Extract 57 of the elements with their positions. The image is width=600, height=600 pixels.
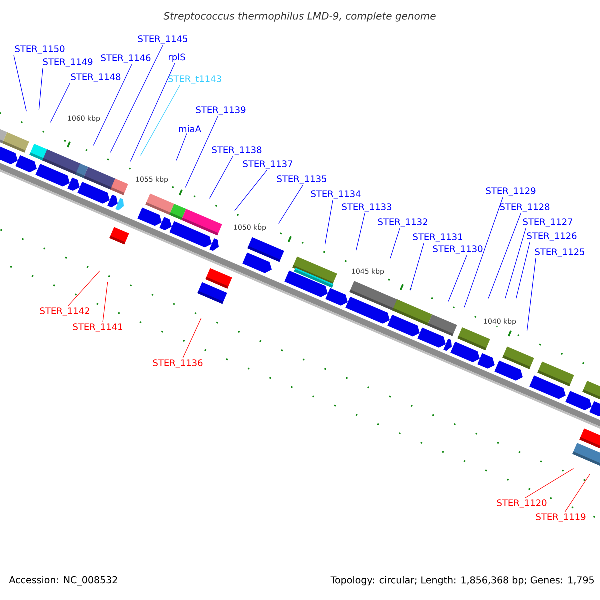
gene-label: STER_1135 bbox=[277, 176, 326, 184]
gene-label: miaA bbox=[179, 126, 202, 132]
gene-label: STER_1141 bbox=[73, 324, 122, 332]
gene-label: STER_1126 bbox=[527, 232, 577, 242]
gene-label: STER_1125 bbox=[535, 248, 584, 258]
leader-line bbox=[324, 200, 334, 245]
leader-line bbox=[182, 318, 202, 359]
leader-line bbox=[102, 282, 108, 323]
leader-line bbox=[209, 156, 234, 199]
leader-line bbox=[526, 258, 536, 332]
leader-line bbox=[110, 45, 164, 153]
gene-label: STER_1132 bbox=[378, 218, 428, 228]
leader-line bbox=[234, 170, 268, 212]
gene-label: STER_1139 bbox=[196, 106, 246, 116]
gene-label: STER_1150 bbox=[15, 46, 65, 54]
leader-line bbox=[448, 255, 468, 302]
gene-label: STER_1129 bbox=[486, 188, 536, 196]
gene-label: STER_1136 bbox=[153, 360, 203, 368]
leader-line bbox=[176, 133, 188, 161]
footer-text: Topology: circular; Length: 1,856,368 bp; Genes: 1,795 bbox=[330, 576, 594, 586]
leader-line bbox=[140, 85, 180, 156]
leader-line bbox=[93, 64, 132, 146]
gene-label: STER_1133 bbox=[342, 204, 392, 212]
leader-line bbox=[410, 243, 424, 291]
leader-line bbox=[50, 83, 70, 123]
leader-line bbox=[488, 213, 522, 299]
leader-line bbox=[464, 197, 504, 308]
title: Streptococcus thermophilus LMD-9, complete genome bbox=[164, 12, 436, 22]
leader-line bbox=[185, 116, 218, 188]
leader-line bbox=[505, 228, 526, 299]
leader-line bbox=[516, 242, 530, 299]
gene-label: STER_1119 bbox=[536, 514, 586, 522]
gene-label: STER_1134 bbox=[311, 190, 361, 200]
gene-label: rplS bbox=[169, 54, 186, 62]
leader-line bbox=[38, 68, 44, 111]
leader-line bbox=[14, 55, 27, 112]
gene-label: STER_1137 bbox=[243, 160, 292, 170]
gene-label: STER_1120 bbox=[497, 500, 547, 508]
leader-line bbox=[524, 468, 574, 499]
gene-label: STER_1145 bbox=[138, 36, 188, 44]
leader-line bbox=[564, 474, 590, 513]
gene-label: STER_1149 bbox=[43, 58, 93, 68]
leader-line bbox=[278, 185, 304, 224]
footer-text: Accession: NC_008532 bbox=[9, 576, 118, 586]
gene-label: STER_1142 bbox=[40, 308, 90, 316]
gene-label: STER_1146 bbox=[101, 54, 151, 64]
gene-label: STER_1127 bbox=[523, 218, 573, 228]
gene-label: STER_1131 bbox=[413, 234, 462, 242]
gene-label: STER_1138 bbox=[212, 146, 262, 156]
leader-line bbox=[390, 228, 400, 259]
gene-label: STER_1128 bbox=[500, 204, 550, 212]
gene-label: STER_1130 bbox=[433, 246, 483, 254]
gene-label: STER_1148 bbox=[71, 74, 121, 82]
leader-line bbox=[130, 63, 176, 162]
leader-line bbox=[68, 270, 100, 307]
leader-line bbox=[356, 213, 366, 251]
gene-label: STER_t1143 bbox=[168, 76, 222, 84]
